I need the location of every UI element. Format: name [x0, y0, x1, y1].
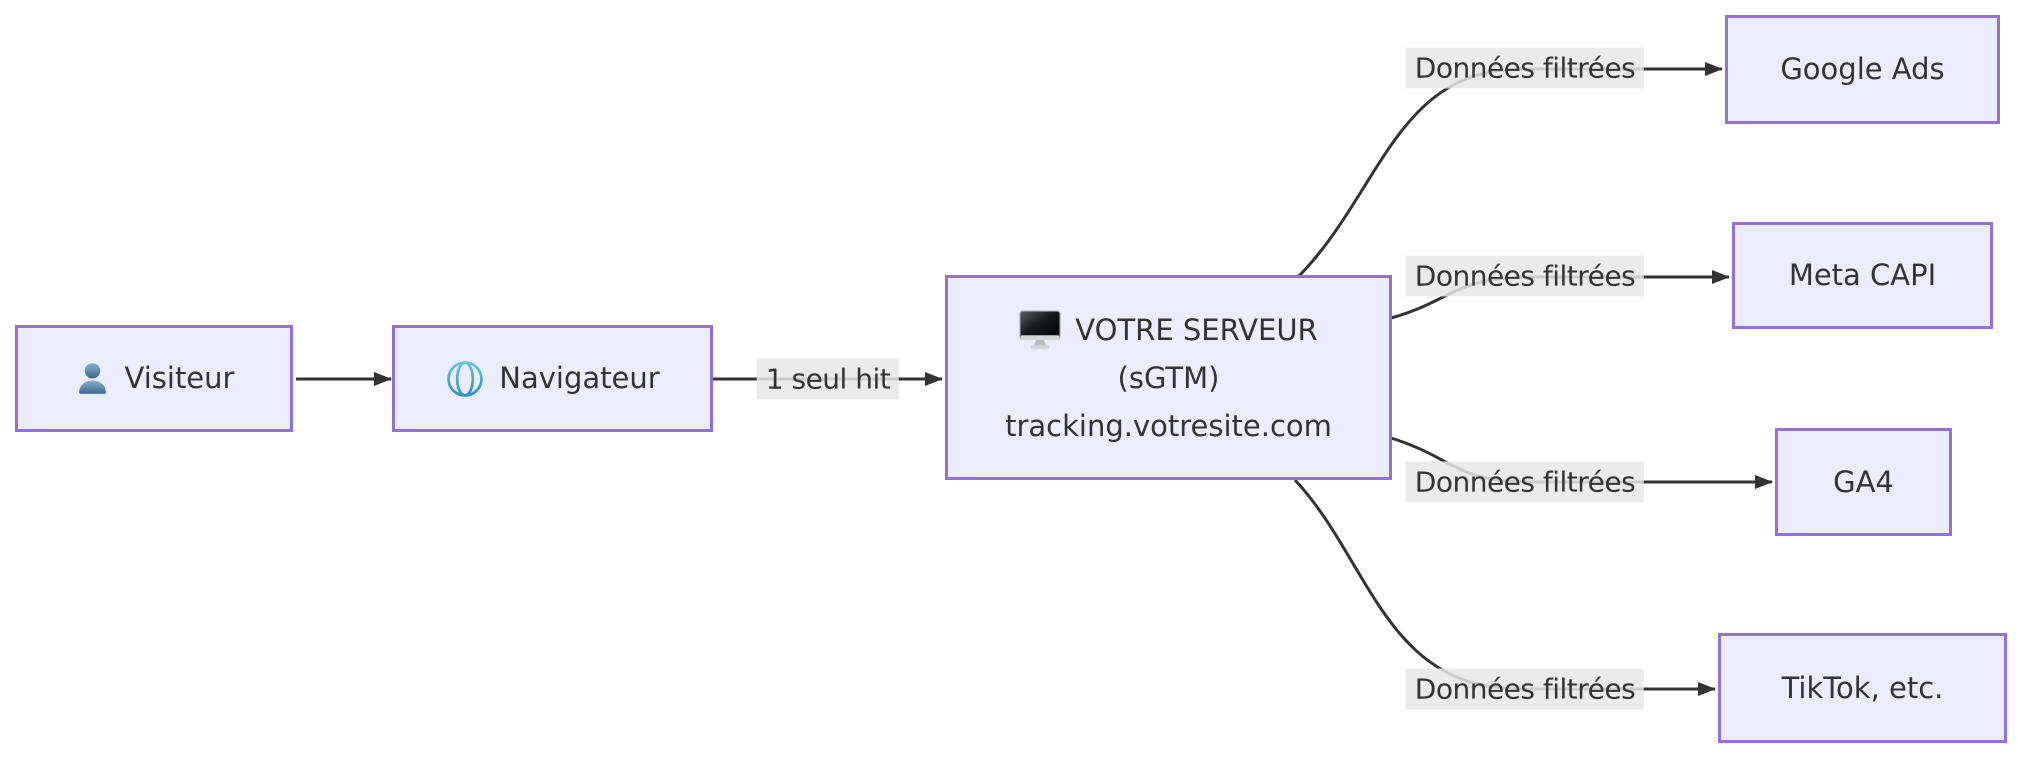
globe-icon [445, 359, 485, 399]
node-visiteur: Visiteur [15, 325, 293, 432]
desktop-icon [1019, 310, 1061, 350]
edge-serveur-tiktok [1293, 478, 1716, 696]
edge-label-1-seul-hit: 1 seul hit [756, 358, 900, 400]
node-navigateur: Navigateur [392, 325, 713, 432]
edge-label-donnees-filtrees-meta-capi: Données filtrées [1405, 255, 1645, 297]
edge-label-donnees-filtrees-ga4: Données filtrées [1405, 461, 1645, 503]
node-ga4: GA4 [1775, 428, 1952, 536]
node-serveur-sgtm: VOTRE SERVEUR (sGTM) tracking.votresite.… [945, 275, 1392, 480]
node-navigateur-label: Navigateur [499, 361, 660, 396]
node-google-ads: Google Ads [1725, 15, 2000, 124]
edge-serveur-google-ads [1295, 62, 1723, 280]
node-visiteur-label: Visiteur [124, 361, 235, 396]
node-serveur-domain: tracking.votresite.com [1005, 408, 1332, 443]
node-tiktok: TikTok, etc. [1718, 633, 2007, 743]
edge-label-donnees-filtrees-google-ads: Données filtrées [1405, 47, 1645, 89]
user-icon [74, 360, 111, 397]
node-meta-capi: Meta CAPI [1732, 222, 1993, 329]
node-serveur-subtitle: (sGTM) [1117, 360, 1220, 395]
node-serveur-title: VOTRE SERVEUR [1075, 312, 1318, 347]
node-tiktok-label: TikTok, etc. [1781, 670, 1944, 705]
node-meta-capi-label: Meta CAPI [1788, 258, 1937, 293]
node-ga4-label: GA4 [1833, 464, 1894, 499]
edge-label-donnees-filtrees-tiktok: Données filtrées [1405, 668, 1645, 710]
node-google-ads-label: Google Ads [1780, 52, 1945, 87]
